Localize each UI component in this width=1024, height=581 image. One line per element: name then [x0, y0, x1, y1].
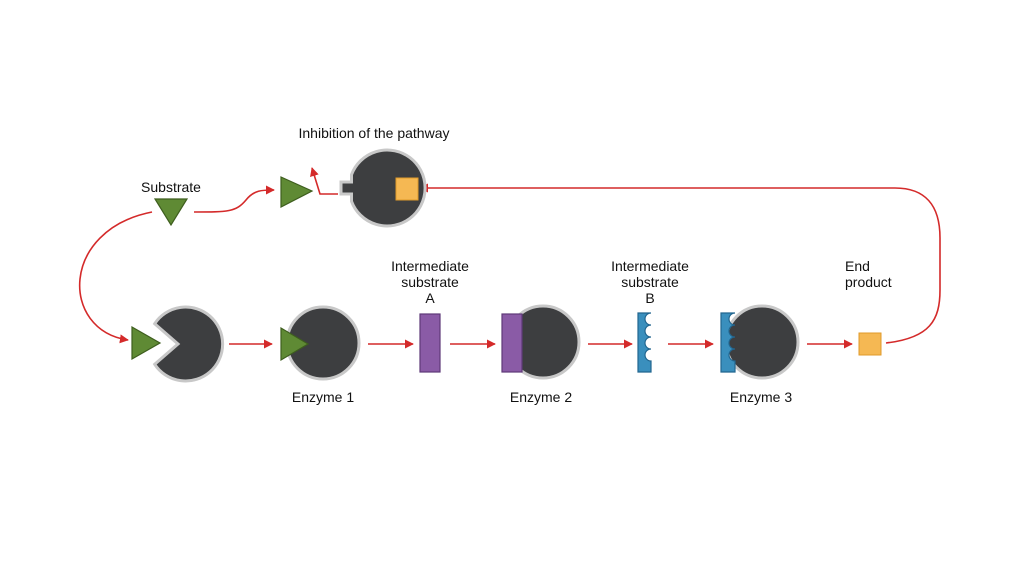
label-intermediate-a-line1: Intermediate	[391, 258, 469, 274]
intermediate-b-bound	[720, 312, 736, 373]
arrow-substrate-to-enzyme1	[78, 211, 153, 344]
label-enzyme-3: Enzyme 3	[729, 389, 793, 405]
intermediate-b-shape	[637, 312, 652, 373]
inhibited-enzyme	[339, 148, 427, 228]
label-end-product-line2: product	[845, 274, 892, 290]
label-substrate: Substrate	[141, 179, 201, 195]
label-intermediate-b-line2: substrate	[621, 274, 679, 290]
end-product-shape	[858, 332, 882, 356]
intermediate-a-bound	[501, 313, 523, 373]
label-intermediate-b: Intermediate substrate B	[595, 258, 705, 306]
substrate-inhibited	[280, 176, 314, 208]
label-enzyme-1: Enzyme 1	[291, 389, 355, 405]
intermediate-a-shape	[419, 313, 441, 373]
substrate-approaching	[131, 325, 162, 361]
label-inhibition: Inhibition of the pathway	[298, 125, 450, 141]
label-end-product-line1: End	[845, 258, 870, 274]
arrow-substrate-blocked	[310, 167, 338, 195]
label-intermediate-a-line3: A	[425, 290, 435, 306]
end-product-allosteric	[395, 177, 419, 201]
arrow-substrate-to-inhibited-enzyme	[193, 185, 275, 213]
enzyme-3	[724, 304, 800, 380]
arrow-end-product-feedback	[419, 183, 941, 344]
enzyme-1-free	[152, 305, 225, 383]
label-intermediate-a-line2: substrate	[401, 274, 459, 290]
label-end-product: End product	[845, 258, 915, 290]
label-intermediate-b-line3: B	[645, 290, 655, 306]
label-intermediate-b-line1: Intermediate	[611, 258, 689, 274]
substrate-bound	[280, 326, 310, 362]
label-enzyme-2: Enzyme 2	[509, 389, 573, 405]
label-intermediate-a: Intermediate substrate A	[375, 258, 485, 306]
substrate-shape	[153, 198, 189, 227]
